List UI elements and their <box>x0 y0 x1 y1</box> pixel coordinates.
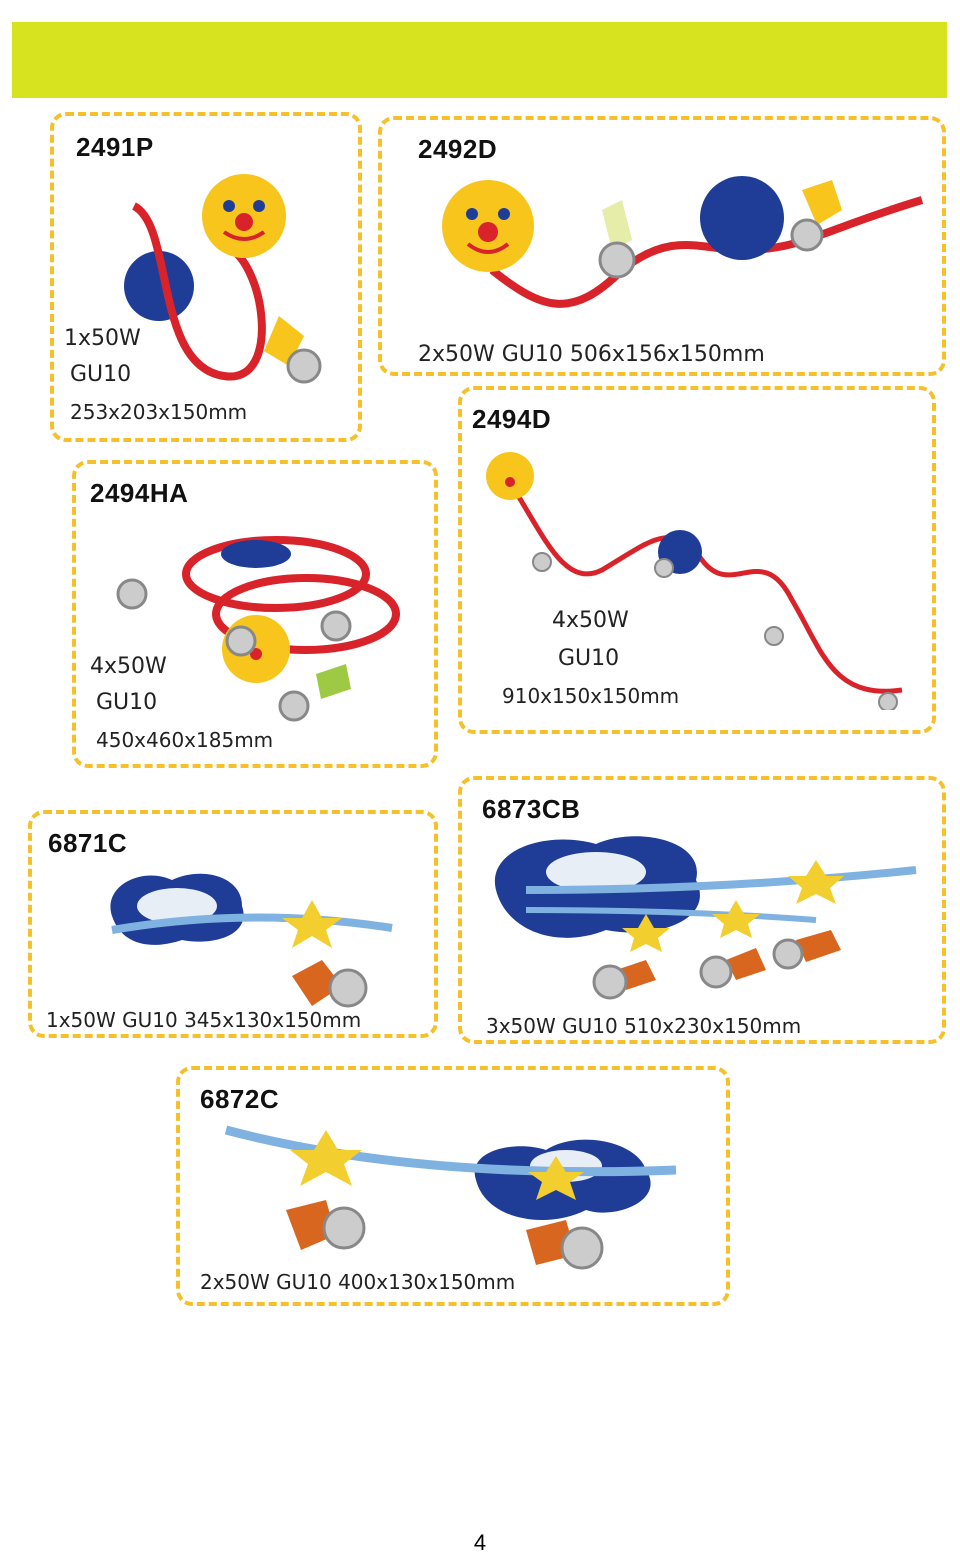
ring-smiley-spotlight-illustration <box>116 536 400 722</box>
header-bar <box>12 22 947 98</box>
product-code: 2492D <box>418 134 498 164</box>
product-spec-line: 1x50W <box>64 326 141 351</box>
product-spec-line: GU10 <box>558 646 620 671</box>
product-code: 2494D <box>472 404 552 434</box>
product-spec-line: 2x50W GU10 400x130x150mm <box>200 1270 516 1294</box>
product-spec-line: 450x460x185mm <box>96 728 274 752</box>
product-spec-line: GU10 <box>70 362 132 387</box>
cloud-star-spotlight-illustration <box>110 873 393 1008</box>
product-code: 6872C <box>200 1084 280 1114</box>
smiley-spotlight-illustration <box>124 174 322 384</box>
wavy-spotlight-illustration <box>486 452 903 710</box>
cloud-stars-triple-spotlight-illustration <box>494 836 917 1000</box>
product-spec-line: 4x50W <box>90 654 167 679</box>
product-spec-line: 253x203x150mm <box>70 400 248 424</box>
product-card-6872C: 6872C 2x50W GU10 400x130x150mm <box>176 1066 730 1306</box>
product-card-2492D: 2492D 2x50W GU10 506x156x150mm <box>378 116 946 376</box>
smiley-rocket-spotlight-illustration <box>442 176 924 308</box>
cloud-star-double-spotlight-illustration <box>224 1125 677 1270</box>
page-number: 4 <box>473 1530 487 1555</box>
product-code: 6873CB <box>482 794 581 824</box>
product-spec-line: 1x50W GU10 345x130x150mm <box>46 1008 362 1032</box>
product-spec-line: 4x50W <box>552 608 629 633</box>
product-code: 2494HA <box>90 478 189 508</box>
product-spec-line: 910x150x150mm <box>502 684 680 708</box>
product-code: 6871C <box>48 828 128 858</box>
product-card-6873CB: 6873CB 3x50W GU10 510x230x150mm <box>458 776 946 1044</box>
product-spec-line: 2x50W GU10 506x156x150mm <box>418 342 765 367</box>
product-code: 2491P <box>76 132 154 162</box>
product-spec-line: GU10 <box>96 690 158 715</box>
product-card-2494HA: 2494HA 4x50W GU10 450x460x185mm <box>72 460 438 768</box>
product-spec-line: 3x50W GU10 510x230x150mm <box>486 1014 802 1038</box>
product-card-2491P: 2491P 1x50W GU10 253x203x150mm <box>50 112 362 442</box>
product-card-2494D: 2494D 4x50W GU10 910x150x150mm <box>458 386 936 734</box>
product-card-6871C: 6871C 1x50W GU10 345x130x150mm <box>28 810 438 1038</box>
